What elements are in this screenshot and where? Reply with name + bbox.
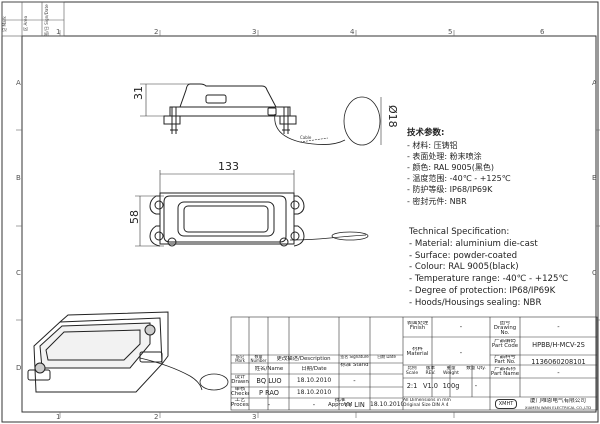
grid-letter-b: B (16, 174, 21, 182)
revision-sign: 签/日 Sign/Date (43, 4, 50, 36)
front-view (163, 83, 381, 146)
col-signature: 签名 Signature (340, 355, 369, 359)
rev-label: 版本 REV. (425, 366, 436, 376)
title-block: 标记 Mark 数量 Number 更改描述/Description 签名 Si… (231, 317, 597, 410)
spec-english-line: - Degree of protection: IP68/IP69K (409, 285, 556, 296)
col-number: 数量 Number (250, 355, 267, 363)
grid-number-3-bottom: 3 (252, 413, 256, 421)
name-header: 姓名/Name (254, 366, 284, 372)
scale-value: 2:1 (406, 382, 418, 390)
drawn-label: 设计 Drawn (231, 375, 249, 385)
process-label: 工艺 Process (231, 398, 249, 408)
checked-name: P RAO (259, 389, 279, 397)
spec-chinese-line: - 密封元件: NBR (407, 196, 467, 206)
title-block-grid (230, 316, 598, 411)
checked-date: 18.10.2010 (296, 389, 332, 396)
qty-value: - (474, 382, 478, 390)
company-name-cn: 厦门唯恩电气有限公司 (530, 398, 586, 404)
grid-number-2: 2 (154, 28, 158, 36)
grid-letter-c-right: C (592, 269, 597, 277)
stand-header: 标准 Stand (340, 363, 369, 368)
revision-area: 区 Area (23, 15, 28, 31)
grid-number-1-bottom: 1 (56, 413, 60, 421)
grid-letter-b-right: B (592, 174, 597, 182)
grid-letter-a: A (16, 79, 21, 87)
drawn-name: BQ LUO (256, 377, 282, 385)
grid-number-1: 1 (56, 28, 60, 36)
spec-english-line: - Colour: RAL 9005(black) (409, 262, 519, 273)
isometric-view (27, 311, 229, 393)
inner-frame (21, 35, 597, 413)
weight-value: 100g (442, 382, 460, 390)
weight-label: 重量 Weight (442, 366, 459, 376)
revision-mark: 记 Mark (1, 16, 7, 32)
approval-label: 批准 Approval (328, 398, 352, 408)
col-mark: 标记 Mark (235, 355, 245, 363)
grid-number-2-bottom: 2 (154, 413, 158, 421)
grid-number-6: 6 (540, 28, 545, 36)
grid-number-5: 5 (448, 28, 452, 36)
spec-chinese-line: - 表面处理: 粉末喷涂 (407, 152, 482, 162)
spec-english-line: - Material: aluminium die-cast (409, 238, 538, 249)
company-logo: XMHT (495, 399, 517, 409)
spec-english-line: - Temperature range: -40℃ - +125℃ (409, 274, 569, 285)
spec-chinese-line: - 材料: 压铸铝 (407, 141, 458, 151)
process-date: - (312, 401, 316, 409)
approval-name: YY LIN (344, 401, 365, 409)
date-header: 日期/Date (301, 366, 327, 372)
grid-number-3: 3 (252, 28, 256, 36)
material-value: - (459, 349, 463, 357)
drawn-date: 18.10.2010 (296, 377, 332, 384)
grid-number-4: 4 (350, 28, 355, 36)
drawing-no-value: - (557, 323, 560, 331)
spec-english: Technical Specification: - Material: alu… (409, 227, 599, 310)
top-view (149, 192, 369, 247)
company-name-en: XIAMEN WAIN ELECTRICAL CO.,LTD (524, 405, 592, 410)
checked-label: 审核 Checked (231, 387, 249, 397)
grid-letter-d: D (16, 364, 21, 372)
dimension-cover-height: 31 (132, 86, 145, 100)
drawing-no-label: 图号 Drawing No. (493, 321, 517, 336)
part-no-label: 产品料号 Part No. (494, 355, 516, 365)
dimension-length: 133 (218, 160, 239, 173)
part-code-value: HPBB/H-MCV-2S (532, 341, 585, 349)
spec-english-line: - Surface: powder-coated (409, 250, 518, 261)
part-no-value: 1136060208101 (531, 358, 586, 366)
finish-value: - (459, 323, 463, 331)
dimension-note: All Dimensions in mm Original Size DIN A… (403, 398, 451, 408)
process-name: - (267, 401, 271, 409)
col-date: 日期 Date (377, 355, 396, 359)
approval-date: 18.10.2010 (370, 401, 403, 408)
spec-chinese-line: - 温度范围: -40℃ - +125℃ (407, 174, 511, 184)
part-name-value: - (557, 369, 560, 377)
spec-english-line: - Hoods/Housings sealing: NBR (409, 297, 542, 308)
grid-letter-c: C (16, 269, 21, 277)
qty-label: 数量 Qty. (466, 366, 486, 371)
part-code-label: 产品编码 Part Code (491, 339, 519, 349)
finish-label: 表面处理 Finish (406, 321, 429, 331)
material-label: 材料 Material (406, 347, 429, 357)
grid-letter-a-right: A (592, 79, 597, 87)
dimension-cable-diameter: Ø18 (386, 105, 399, 128)
spec-chinese-line: - 颜色: RAL 9005(黑色) (407, 163, 494, 173)
spec-chinese-heading: 技术参数: (407, 128, 445, 138)
spec-chinese: 技术参数: - 材料: 压铸铝 - 表面处理: 粉末喷涂 - 颜色: RAL 9… (407, 128, 597, 207)
scale-label: 比例 Scale (405, 366, 419, 376)
rev-value: V1.0 (423, 382, 438, 390)
col-description: 更改描述/Description (276, 356, 331, 362)
spec-english-heading: Technical Specification: (409, 227, 510, 237)
drawn-stand: - (353, 377, 356, 385)
spec-chinese-line: - 防护等级: IP68/IP69K (407, 185, 493, 195)
part-name-label: 产品名称 Part Name (490, 367, 520, 377)
revision-block (1, 1, 65, 37)
cable-callout: Cable (300, 135, 312, 140)
dimension-width: 58 (128, 210, 141, 224)
